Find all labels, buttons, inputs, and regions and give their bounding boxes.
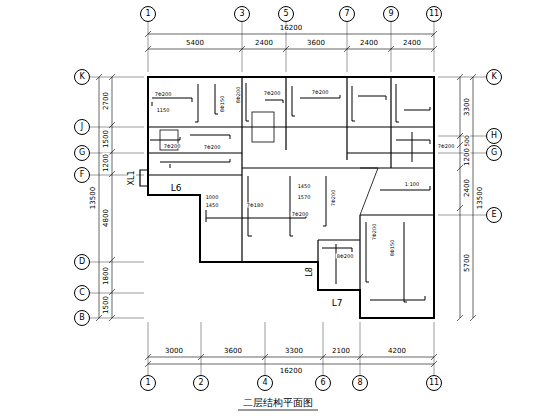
rebar-spec: 7Φ180	[246, 203, 265, 208]
axis-label: C	[79, 289, 85, 297]
rebar-spec: 8Φ200	[236, 86, 241, 105]
axis-label: D	[79, 258, 85, 266]
rebar-spec: 1570	[297, 195, 312, 200]
dimension: 3600	[306, 40, 326, 47]
dimension: 16200	[279, 368, 303, 375]
rebar-spec: 1450	[297, 184, 312, 189]
dimension: 1200	[103, 153, 110, 173]
dimension: 500	[464, 134, 470, 147]
grid-axis-bubble: K	[74, 69, 90, 85]
axis-label: 4	[262, 379, 267, 387]
grid-axis-bubble: D	[74, 254, 90, 270]
dimension: 4800	[103, 208, 110, 228]
beam-name: L6	[170, 184, 183, 193]
axis-label: 2	[198, 379, 203, 387]
dimension: 1500	[103, 129, 110, 149]
axis-label: 1	[145, 10, 150, 18]
axis-label: 11	[429, 379, 439, 387]
grid-axis-bubble: 7	[339, 6, 355, 22]
dimension: 2400	[402, 40, 422, 47]
rebar-spec: 7Φ200	[263, 91, 282, 96]
grid-axis-bubble: 1	[140, 375, 156, 391]
dimension: 13500	[477, 186, 484, 210]
rebar-spec: 8Φ150	[220, 95, 225, 114]
dimension: 3000	[164, 348, 184, 355]
grid-axis-bubble: 9	[383, 6, 399, 22]
grid-axis-bubble: E	[486, 207, 502, 223]
axis-label: 1	[145, 379, 150, 387]
dimension: 1200	[464, 147, 471, 167]
grid-axis-bubble: 1	[140, 6, 156, 22]
grid-axis-bubble: 6	[315, 375, 331, 391]
grid-axis-bubble: 2	[193, 375, 209, 391]
dimension: 3300	[464, 97, 471, 117]
rebar-spec: 7Φ200	[437, 144, 456, 149]
axis-label: 5	[283, 10, 288, 18]
rebar-spec: 7Φ200	[163, 144, 182, 149]
grid-axis-bubble: G	[74, 145, 90, 161]
axis-label: G	[79, 149, 85, 157]
dimension: 2400	[254, 40, 274, 47]
rebar-spec: 7Φ200	[154, 92, 173, 97]
beam-name: XL1	[128, 169, 136, 186]
axis-label: 9	[388, 10, 393, 18]
axis-label: 7	[344, 10, 349, 18]
grid-axis-bubble: F	[74, 167, 90, 183]
dimension: 13500	[90, 186, 97, 210]
axis-label: E	[491, 211, 496, 219]
grid-axis-bubble: G	[486, 145, 502, 161]
axis-label: 6	[320, 379, 325, 387]
grid-axis-bubble: 8	[352, 375, 368, 391]
drawing-title: 二层结构平面图	[243, 398, 313, 408]
grid-axis-bubble: 11	[426, 375, 442, 391]
rebar-spec: 1150	[156, 108, 171, 113]
grid-axis-bubble: 3	[234, 6, 250, 22]
dimension: 2700	[103, 91, 110, 111]
grid-axis-bubble: 4	[257, 375, 273, 391]
rebar-spec: 7Φ200	[291, 212, 310, 217]
grid-axis-bubble: 11	[426, 6, 442, 22]
axis-label: G	[491, 149, 497, 157]
rebar-spec: 1:100	[404, 182, 420, 187]
dimension: 3300	[284, 348, 304, 355]
dimension: 2100	[331, 348, 351, 355]
rebar-spec: 8Φ200	[336, 254, 355, 259]
grid-axis-bubble: J	[74, 119, 90, 135]
beam-name: L7	[331, 299, 344, 308]
rebar-spec: 7Φ200	[311, 90, 330, 95]
dimension: 1500	[103, 295, 110, 315]
axis-label: K	[79, 73, 84, 81]
axis-label: H	[491, 132, 497, 140]
axis-label: F	[80, 171, 85, 179]
dimension: 1800	[103, 266, 110, 286]
axis-label: 3	[239, 10, 244, 18]
grid-axis-bubble: 5	[278, 6, 294, 22]
axis-label: 8	[357, 379, 362, 387]
rebar-spec: 1000	[205, 195, 220, 200]
axis-label: K	[491, 73, 496, 81]
axis-label: J	[81, 123, 83, 131]
dimension: 2400	[464, 178, 471, 198]
beam-name: L8	[306, 266, 314, 278]
axis-label: B	[79, 314, 85, 322]
grid-axis-bubble: B	[74, 310, 90, 326]
dimension: 16200	[279, 25, 303, 32]
rebar-spec: 1450	[205, 203, 220, 208]
dimension: 3600	[223, 348, 243, 355]
rebar-spec: 7Φ200	[331, 189, 336, 208]
dimension: 5700	[464, 253, 471, 273]
grid-axis-bubble: C	[74, 285, 90, 301]
rebar-spec: 7Φ200	[203, 145, 222, 150]
grid-axis-bubble: K	[486, 69, 502, 85]
dimension: 4200	[387, 348, 407, 355]
rebar-spec: 7Φ200	[372, 223, 377, 242]
dimension: 2400	[359, 40, 379, 47]
dimension: 5400	[185, 40, 205, 47]
rebar-spec: 8Φ150	[390, 239, 395, 258]
grid-axis-bubble: H	[486, 128, 502, 144]
axis-label: 11	[429, 10, 439, 18]
